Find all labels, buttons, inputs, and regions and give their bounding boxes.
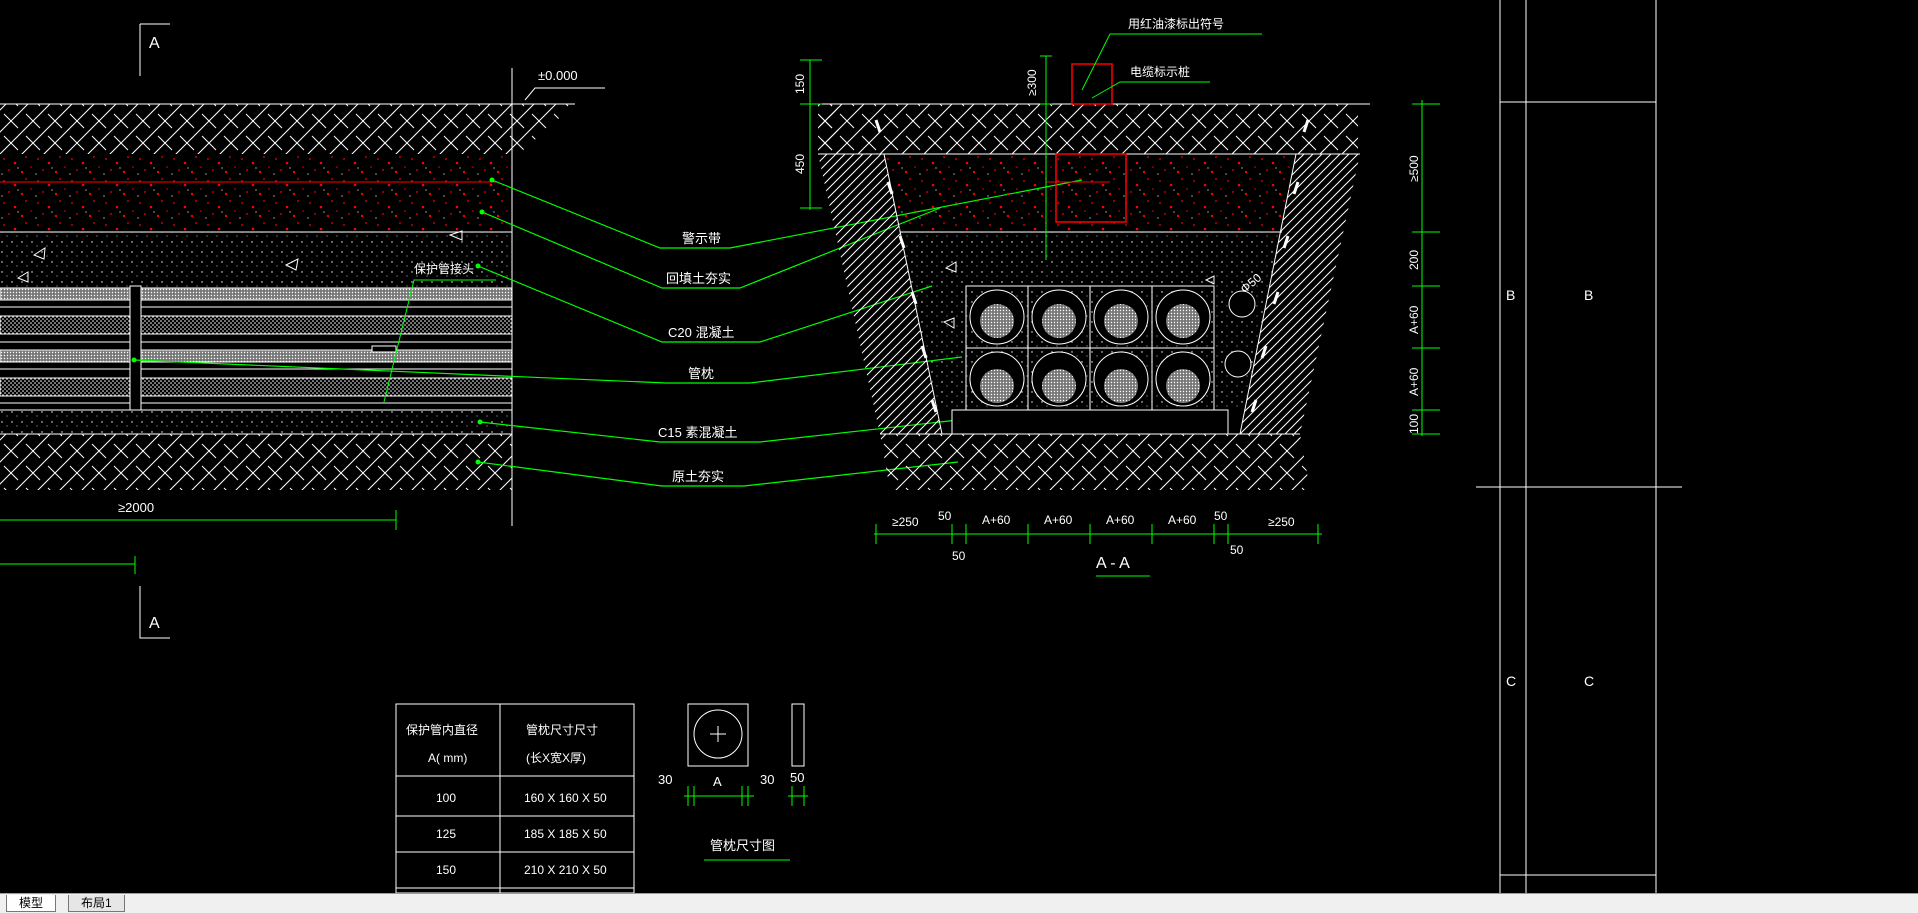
bottom-dim-1: 50 — [938, 509, 952, 523]
callout-warning-tape: 警示带 — [682, 231, 721, 246]
right-dim-a60-2: A+60 — [1407, 367, 1421, 396]
pillow-dim-side1: 30 — [658, 772, 672, 787]
elevation-label: ±0.000 — [538, 68, 578, 83]
pipe-grid — [965, 285, 1215, 411]
table-row-2-b: 210 X 210 X 50 — [524, 863, 607, 877]
pillow-dim-thick: 50 — [790, 770, 804, 785]
bottom-dim-3: A+60 — [1044, 513, 1073, 527]
right-dim-100: 100 — [1407, 414, 1421, 434]
section-mark-bottom-label: A — [149, 615, 160, 632]
callout-pipe-pillow: 管枕 — [688, 366, 714, 381]
marker-label: 用红油漆标出符号 — [1128, 16, 1224, 31]
protect-joint-label: 保护管接头 — [414, 261, 474, 276]
section-mark-top: A — [139, 23, 170, 76]
callout-c15-concrete: C15 素混凝土 — [658, 425, 737, 440]
table-header-b-line2: (长X宽X厚) — [526, 750, 586, 765]
section-mark-bottom: A — [139, 586, 170, 639]
pipes — [969, 289, 1211, 407]
title-block-row-c-right: C — [1584, 673, 1594, 689]
tab-model[interactable]: 模型 — [6, 895, 57, 912]
pillow-size-table: 保护管内直径 A( mm) 管枕尺寸尺寸 (长X宽X厚) 100 160 X 1… — [395, 703, 635, 893]
section-title: A - A — [1096, 555, 1130, 572]
cad-drawing-canvas[interactable]: A A — [0, 0, 1918, 893]
tab-layout-1[interactable]: 布局1 — [68, 895, 125, 912]
table-row-2-a: 150 — [436, 863, 456, 877]
title-block-row-b-left: B — [1506, 287, 1515, 303]
title-block-row-c-left: C — [1506, 673, 1516, 689]
title-block-row-b-right: B — [1584, 287, 1593, 303]
left-dim-450: 450 — [793, 154, 807, 174]
table-row-0-b: 160 X 160 X 50 — [524, 791, 607, 805]
bottom-dim-0: ≥250 — [892, 515, 919, 529]
post-label: 电缆标示桩 — [1130, 64, 1190, 79]
bottom-dim-6: 50 — [1214, 509, 1228, 523]
section-mark-top-label: A — [149, 35, 160, 52]
left-dim-150: 150 — [793, 74, 807, 94]
callout-labels: 警示带 回填土夯实 C20 混凝土 管枕 C15 素混凝土 原土夯实 — [658, 231, 737, 484]
bottom-dim-7: ≥250 — [1268, 515, 1295, 529]
table-row-0-a: 100 — [436, 791, 456, 805]
cross-section: Φ50 ≥300 用红油漆标出符号 电缆标示桩 150 450 — [793, 16, 1440, 577]
table-row-1-b: 185 X 185 X 50 — [524, 827, 607, 841]
layout-tab-bar: 模型 布局1 — [0, 893, 1918, 913]
length-dim-label: ≥2000 — [118, 500, 154, 515]
pillow-dim-side2: 30 — [760, 772, 774, 787]
bottom-dim-lower-0: 50 — [952, 549, 966, 563]
bottom-dim-5: A+60 — [1168, 513, 1197, 527]
table-row-1-a: 125 — [436, 827, 456, 841]
table-header-a-line1: 保护管内直径 — [406, 722, 478, 737]
longitudinal-section: A A — [0, 23, 605, 639]
right-dim-500: ≥500 — [1407, 155, 1421, 182]
right-dim-200: 200 — [1407, 250, 1421, 270]
pillow-dim-a: A — [713, 774, 722, 789]
bottom-dim-2: A+60 — [982, 513, 1011, 527]
callout-backfill: 回填土夯实 — [666, 271, 731, 286]
right-dim-a60-1: A+60 — [1407, 305, 1421, 334]
title-block: B B C C — [1476, 0, 1682, 893]
callout-dots — [131, 177, 495, 465]
pillow-detail: A 30 30 50 管枕尺寸图 — [658, 703, 808, 861]
pillow-detail-title: 管枕尺寸图 — [710, 838, 775, 853]
post-height-dim: ≥300 — [1025, 69, 1039, 96]
table-header-a-line2: A( mm) — [428, 751, 467, 765]
bottom-dim-lower-1: 50 — [1230, 543, 1244, 557]
bottom-dim-4: A+60 — [1106, 513, 1135, 527]
callout-c20-concrete: C20 混凝土 — [668, 325, 734, 340]
callout-original-soil: 原土夯实 — [672, 469, 724, 484]
table-header-b-line1: 管枕尺寸尺寸 — [526, 722, 598, 737]
